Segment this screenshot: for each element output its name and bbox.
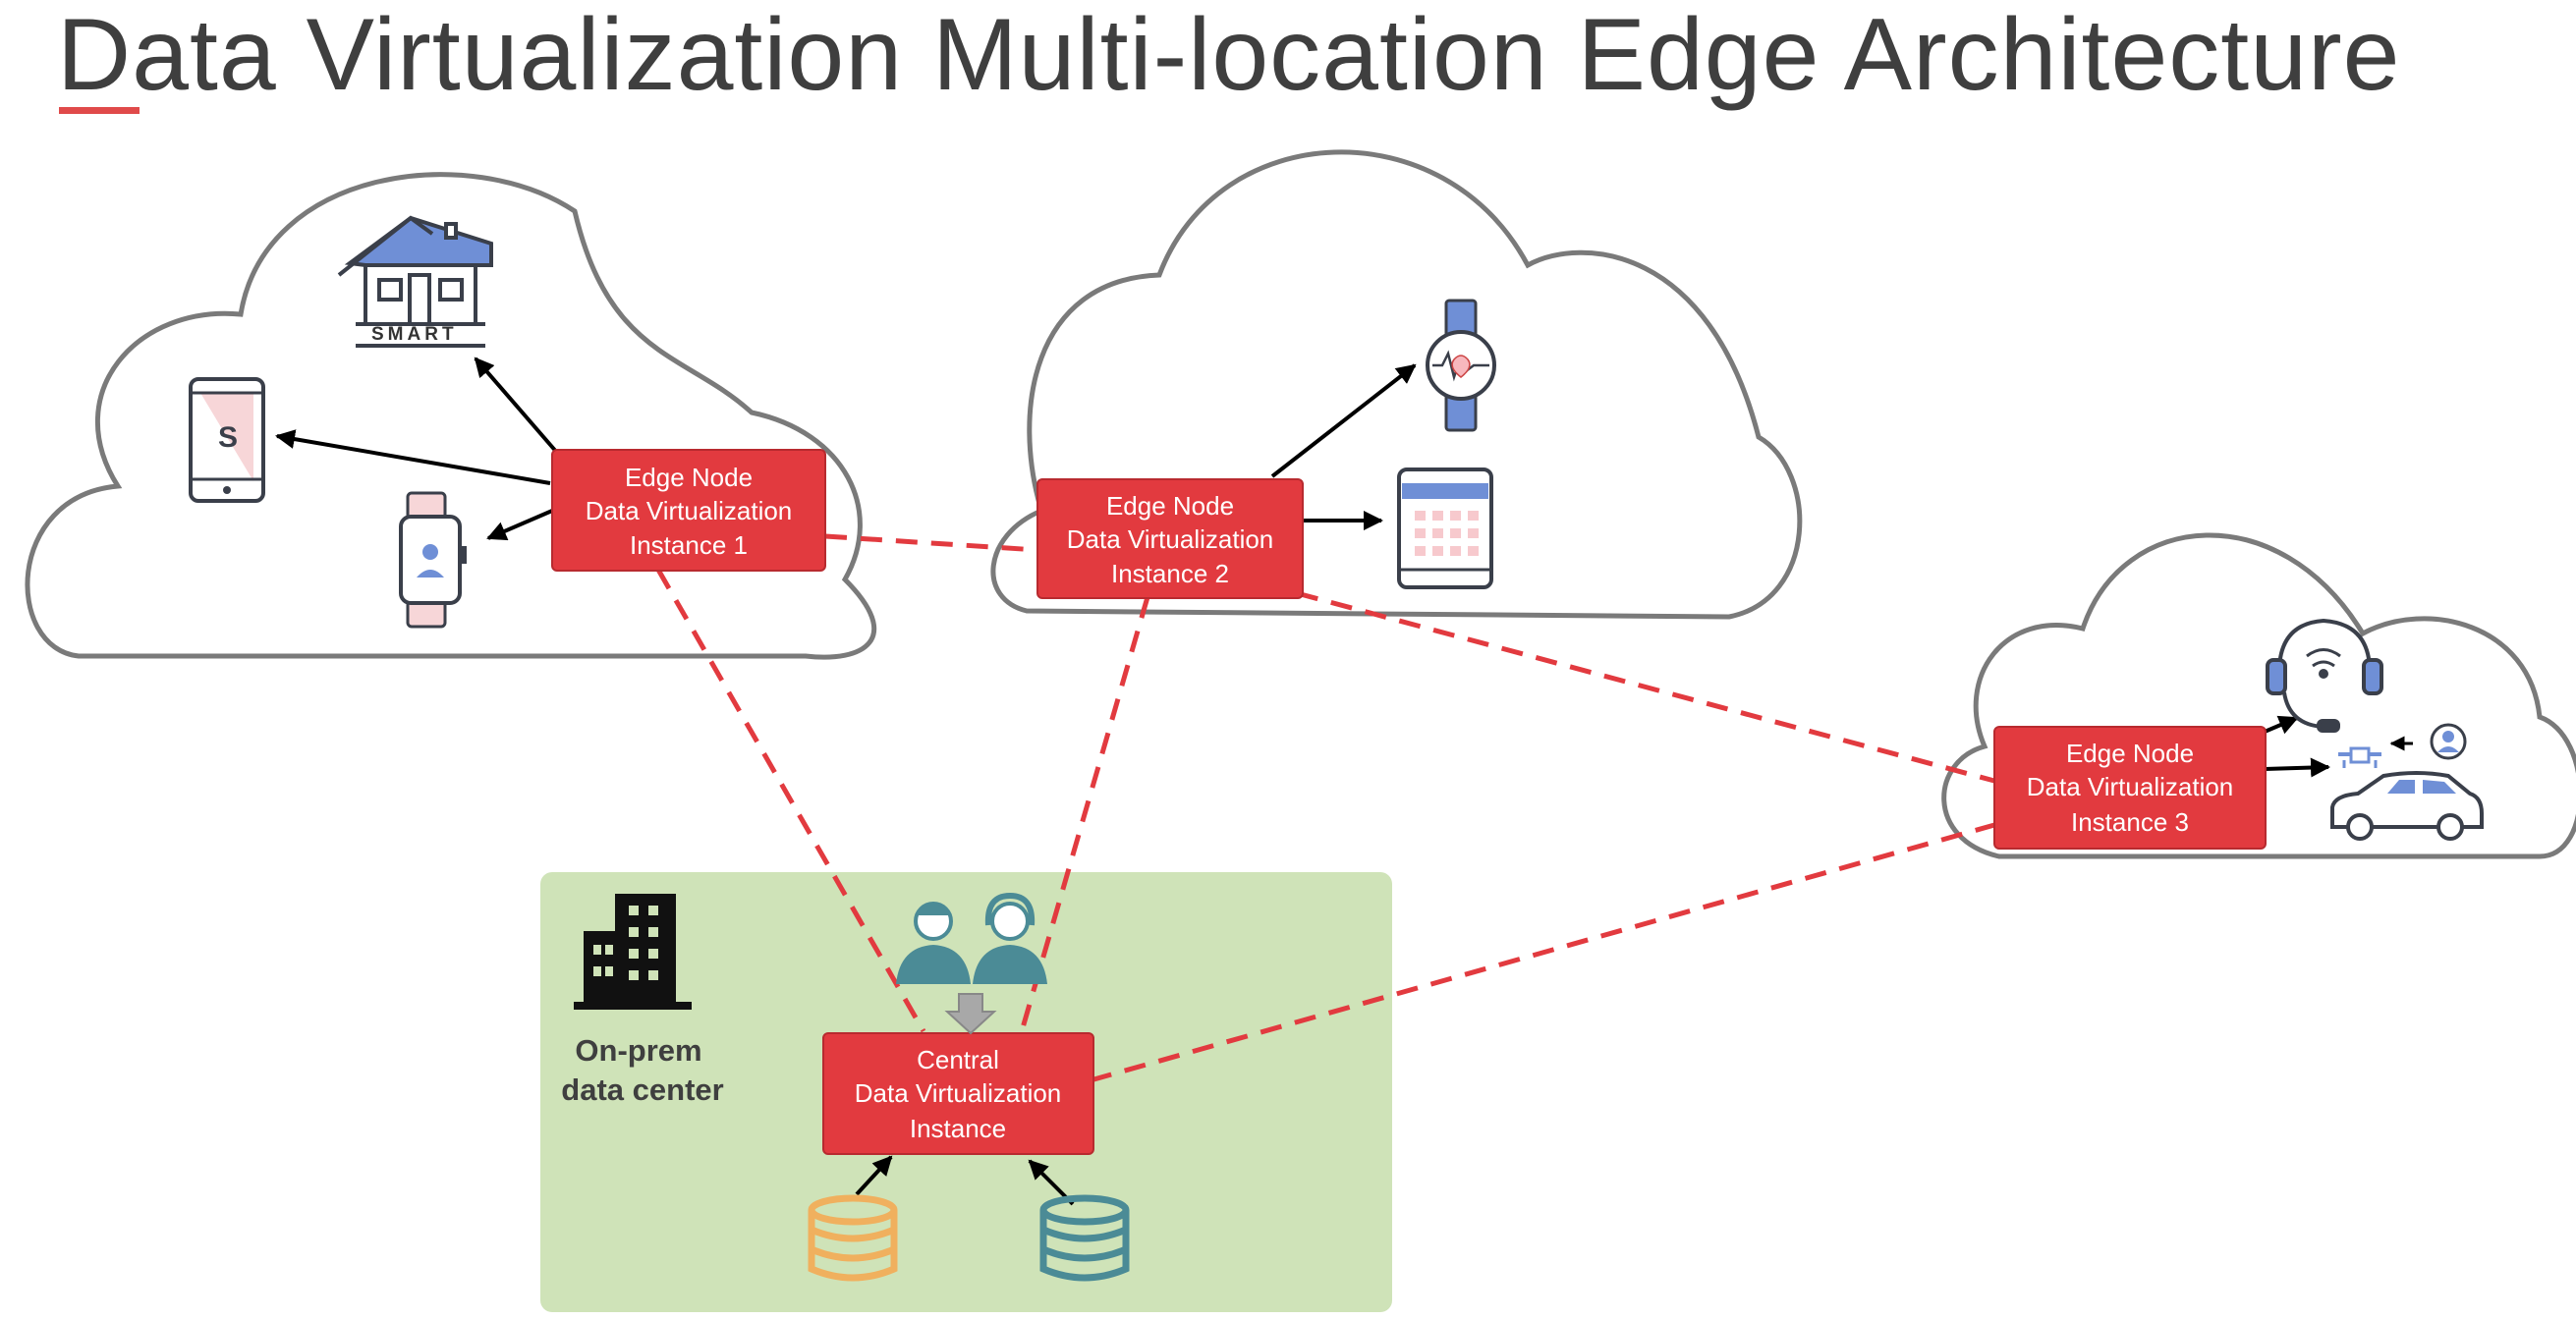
central-node-line2: Data Virtualization (855, 1078, 1062, 1108)
down-arrow-icon (944, 993, 997, 1035)
edge-node-1-line2: Data Virtualization (586, 496, 793, 525)
dashed-connections (655, 533, 1995, 1083)
arrow-edge3-car (2264, 757, 2330, 778)
link-edge1-central (655, 568, 926, 1033)
edge-node-3-line1: Edge Node (2066, 739, 2194, 768)
car-icon (2330, 771, 2484, 841)
edge-node-1[interactable]: Edge Node Data Virtualization Instance 1 (551, 449, 826, 572)
edge-node-3-line2: Data Virtualization (2027, 772, 2234, 801)
datacenter-label-line1: On-prem (575, 1033, 701, 1068)
link-edge1-edge2 (824, 533, 1038, 553)
edge-node-1-line1: Edge Node (625, 463, 753, 492)
link-edge2-edge3 (1296, 590, 1995, 784)
edge-node-1-line3: Instance 1 (630, 530, 748, 560)
database-teal-icon (1039, 1194, 1130, 1282)
page-title: Data Virtualization Multi-location Edge … (57, 0, 2401, 112)
arrow-edge1-watch (486, 509, 553, 541)
edge-node-2-line1: Edge Node (1106, 491, 1234, 521)
central-node-line1: Central (917, 1045, 999, 1074)
office-building-icon (574, 894, 692, 1010)
central-node[interactable]: Central Data Virtualization Instance (822, 1032, 1094, 1155)
edge-node-2[interactable]: Edge Node Data Virtualization Instance 2 (1036, 478, 1304, 599)
smartwatch-user-icon (399, 491, 467, 629)
datacenter-label-line2: data center (561, 1072, 723, 1107)
tablet-calendar-icon (1397, 468, 1493, 589)
arrow-edge1-phone (275, 429, 551, 485)
arrow-db1-central (855, 1155, 893, 1196)
arrow-edge1-home (474, 357, 560, 456)
smartwatch-heart-icon (1426, 299, 1496, 432)
central-node-line3: Instance (910, 1114, 1006, 1143)
users-icon (896, 892, 1047, 984)
edge-node-3[interactable]: Edge Node Data Virtualization Instance 3 (1993, 726, 2267, 850)
arrow-edge3-headset (2264, 715, 2299, 735)
smart-home-label: SMART (371, 324, 458, 345)
link-edge2-central (1019, 596, 1150, 1032)
arrow-edge2-watch (1270, 363, 1417, 478)
smartphone-letter: S (218, 421, 238, 454)
headset-wifi-icon (2266, 618, 2383, 733)
link-central-edge3 (1090, 822, 1995, 1083)
edge-node-2-line2: Data Virtualization (1067, 524, 1274, 554)
smart-home-icon: SMART (337, 215, 493, 348)
edge-node-3-line3: Instance 3 (2071, 807, 2189, 837)
drone-user-icon (2338, 723, 2467, 768)
smartphone-icon: S (189, 377, 265, 503)
edge-node-2-line3: Instance 2 (1111, 559, 1229, 588)
database-orange-icon (808, 1194, 898, 1282)
title-underline (59, 107, 140, 114)
